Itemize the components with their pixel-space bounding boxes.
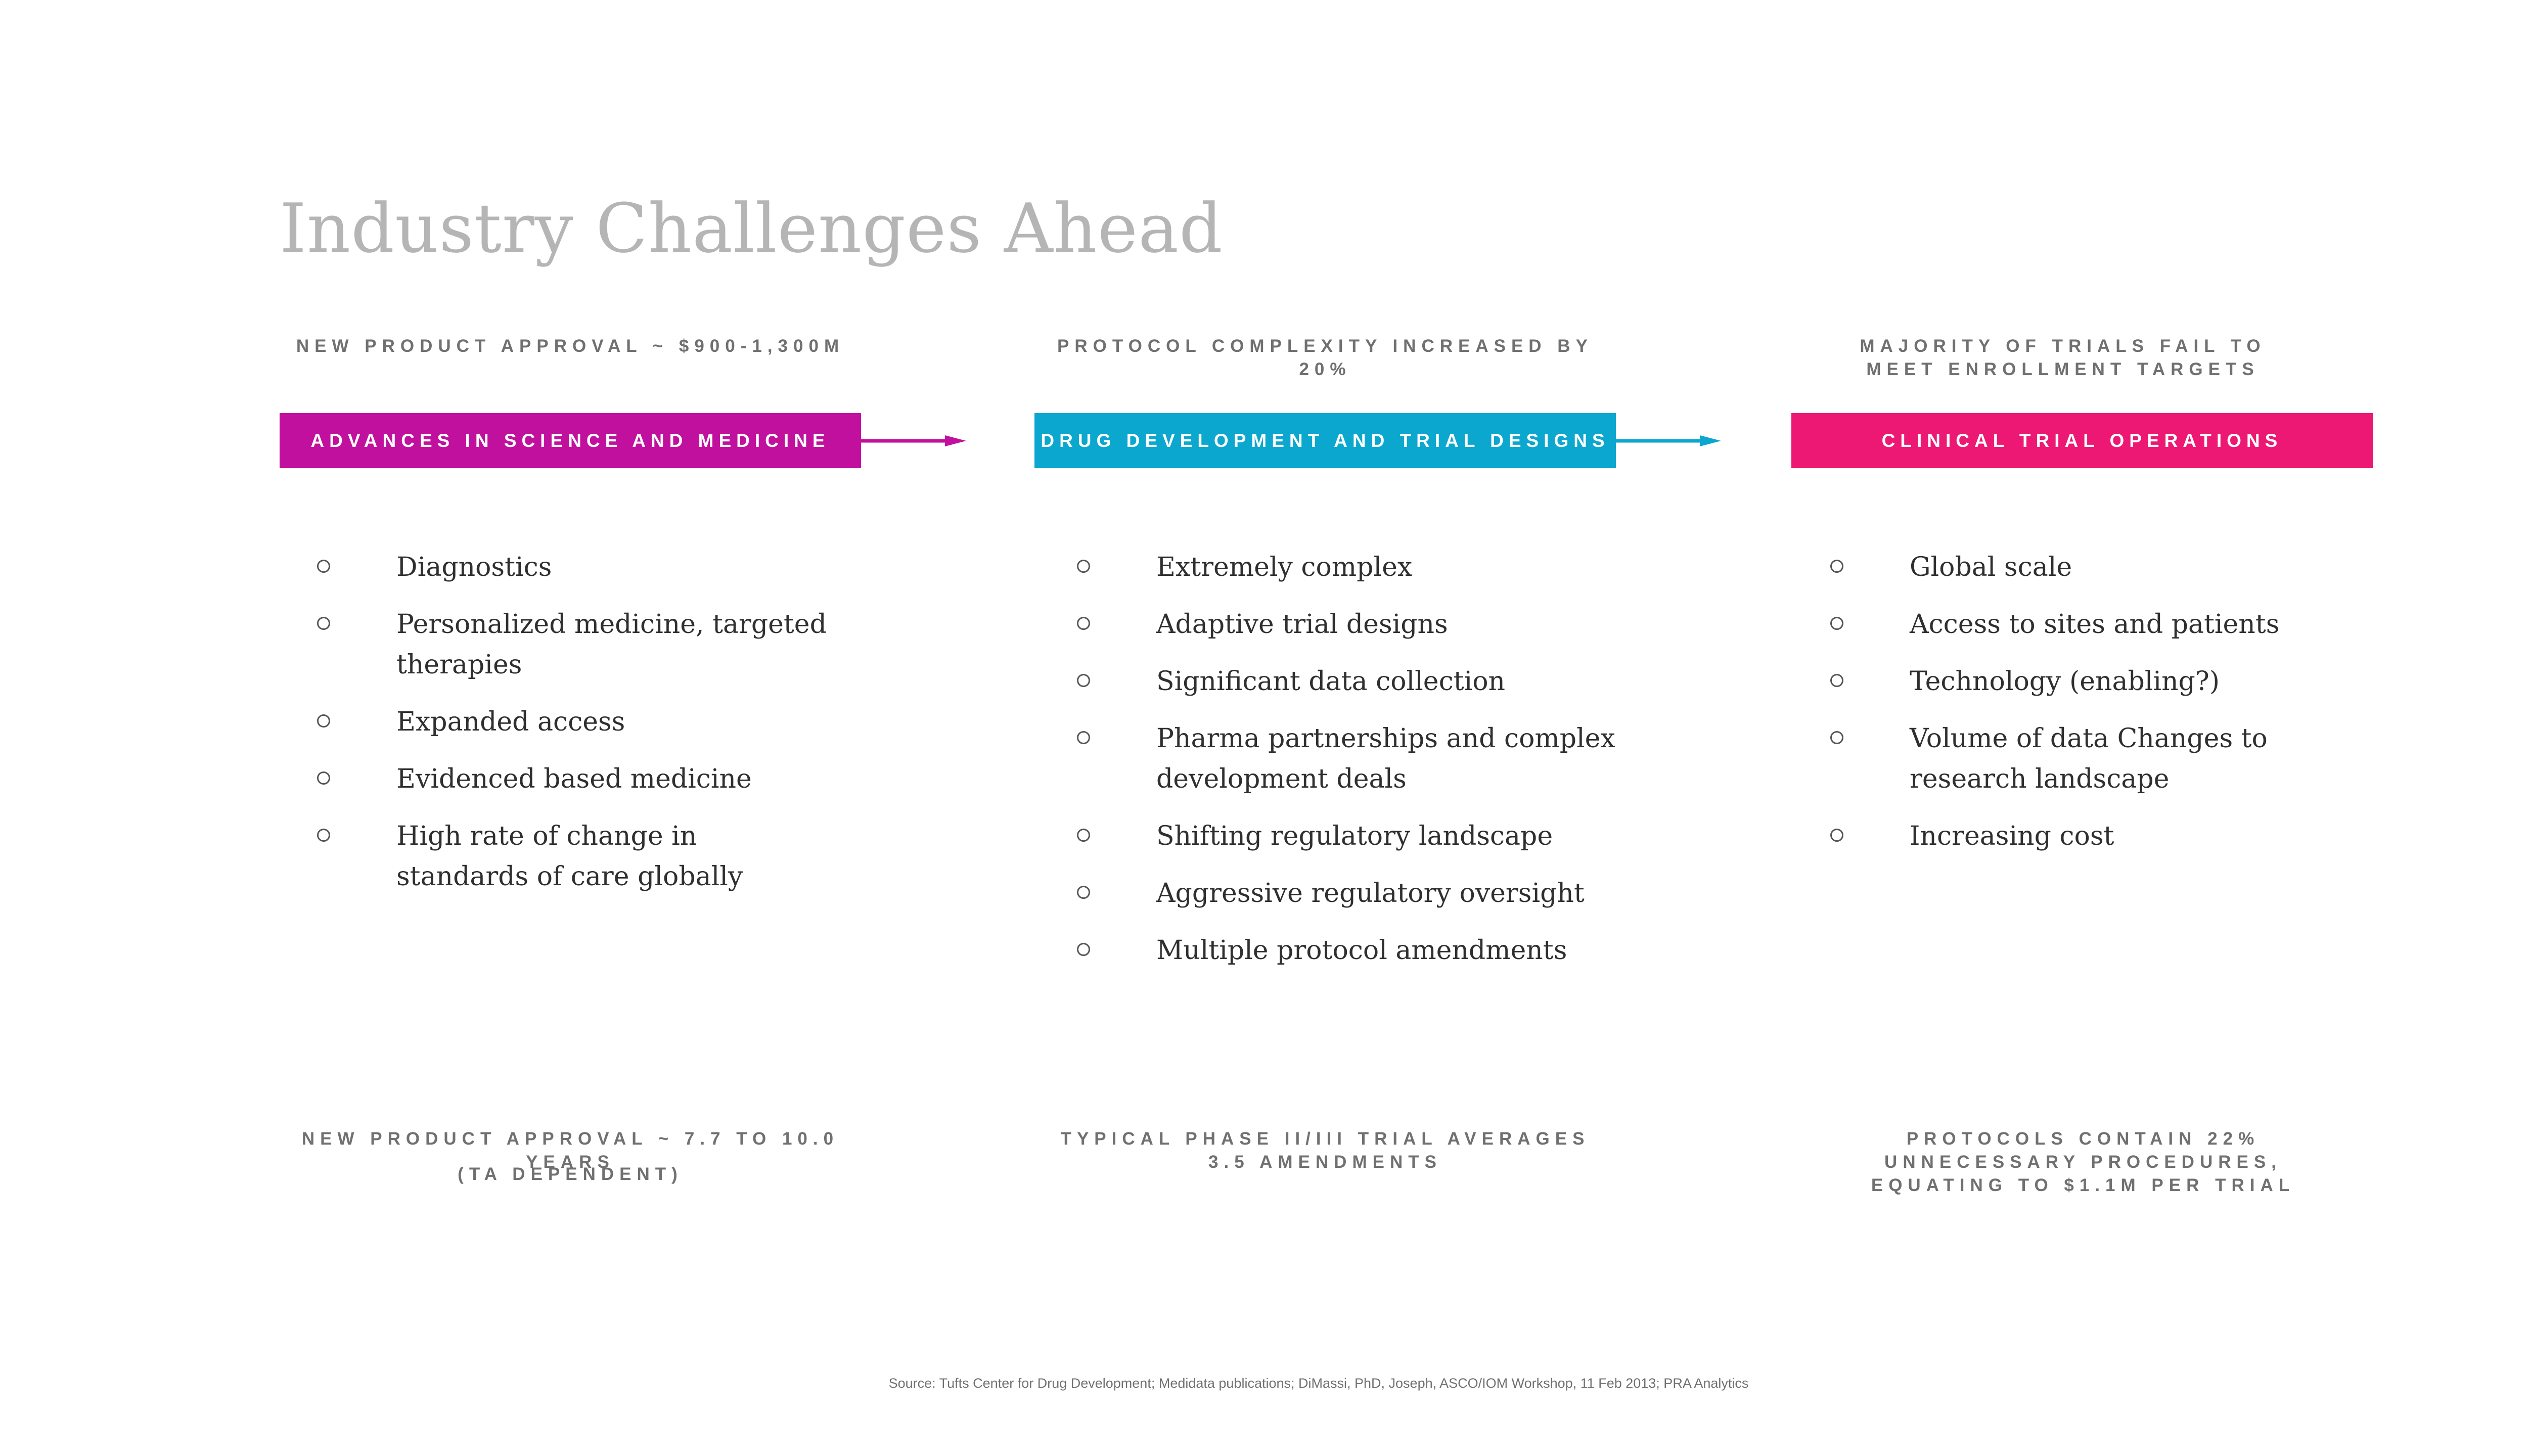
list-item-text: Increasing cost [1910, 821, 2114, 851]
bullet-circle-icon [317, 617, 330, 630]
column-3-top-caption: Majority of trials fail to meet enrollme… [1860, 336, 2266, 379]
list-item: Extremely complex [1077, 547, 1633, 587]
bullet-circle-icon [317, 714, 330, 727]
bullet-circle-icon [1830, 829, 1843, 842]
list-item: Increasing cost [1830, 816, 2341, 856]
list-item-text: Access to sites and patients [1910, 609, 2280, 640]
slide-title: Industry Challenges Ahead [280, 189, 1223, 268]
bullet-circle-icon [317, 771, 330, 785]
bullet-circle-icon [1077, 617, 1090, 630]
column-3-bottom-caption: Protocols contain 22% unnecessary proced… [1871, 1129, 2295, 1195]
list-item-text: Aggressive regulatory oversight [1156, 878, 1585, 908]
list-item: Personalized medicine, targeted therapie… [317, 604, 828, 685]
bullet-circle-icon [1830, 560, 1843, 573]
column-3-list: Global scale Access to sites and patient… [1830, 547, 2341, 873]
list-item: Technology (enabling?) [1830, 661, 2341, 702]
bullet-circle-icon [1077, 560, 1090, 573]
column-1-top-caption: New product approval ~ $900-1,300M [296, 336, 845, 356]
list-item-text: Shifting regulatory landscape [1156, 821, 1553, 851]
list-item-text: Multiple protocol amendments [1156, 935, 1567, 966]
list-item-text: Diagnostics [396, 552, 552, 582]
bullet-circle-icon [317, 829, 330, 842]
list-item: Global scale [1830, 547, 2341, 587]
list-item: Evidenced based medicine [317, 759, 828, 799]
arrow-2-icon [1616, 435, 1721, 446]
column-2-top-caption: Protocol complexity increased by 20% [1057, 336, 1593, 379]
bullet-circle-icon [1077, 674, 1090, 687]
column-3-banner: CLINICAL TRIAL OPERATIONS [1791, 413, 2373, 468]
column-1-bottom-caption-2: (TA dependent) [458, 1164, 683, 1184]
column-2-banner: DRUG DEVELOPMENT AND TRIAL DESIGNS [1034, 413, 1616, 468]
list-item-text: Expanded access [396, 707, 625, 737]
list-item-text: Significant data collection [1156, 666, 1506, 697]
list-item: High rate of change in standards of care… [317, 816, 828, 897]
column-1-bottom-caption: New product approval ~ 7.7 to 10.0 years [301, 1129, 839, 1172]
column-1-list: Diagnostics Personalized medicine, targe… [317, 547, 828, 914]
list-item: Adaptive trial designs [1077, 604, 1633, 645]
list-item-text: Technology (enabling?) [1910, 666, 2220, 697]
arrow-1-icon [861, 435, 966, 446]
list-item: Expanded access [317, 702, 828, 742]
bullet-circle-icon [1830, 674, 1843, 687]
list-item: Shifting regulatory landscape [1077, 816, 1633, 856]
bullet-circle-icon [1077, 731, 1090, 744]
list-item: Significant data collection [1077, 661, 1633, 702]
list-item-text: Adaptive trial designs [1156, 609, 1448, 640]
column-2-list: Extremely complex Adaptive trial designs… [1077, 547, 1633, 987]
bullet-circle-icon [1077, 943, 1090, 956]
bullet-circle-icon [1830, 617, 1843, 630]
list-item-text: Global scale [1910, 552, 2072, 582]
list-item-text: Volume of data Changes to research lands… [1910, 723, 2268, 794]
list-item-text: Evidenced based medicine [396, 764, 752, 794]
list-item: Pharma partnerships and complex developm… [1077, 718, 1633, 799]
bullet-circle-icon [317, 560, 330, 573]
list-item-text: Pharma partnerships and complex developm… [1156, 723, 1615, 794]
column-2-bottom-caption: Typical Phase II/III trial averages 3.5 … [1060, 1129, 1590, 1172]
list-item: Aggressive regulatory oversight [1077, 873, 1633, 914]
column-1-banner: ADVANCES IN SCIENCE AND MEDICINE [280, 413, 861, 468]
list-item: Diagnostics [317, 547, 828, 587]
list-item: Access to sites and patients [1830, 604, 2341, 645]
list-item: Multiple protocol amendments [1077, 930, 1633, 971]
list-item-text: High rate of change in standards of care… [396, 821, 743, 892]
list-item-text: Extremely complex [1156, 552, 1413, 582]
bullet-circle-icon [1830, 731, 1843, 744]
list-item: Volume of data Changes to research lands… [1830, 718, 2341, 799]
source-footnote: Source: Tufts Center for Drug Developmen… [888, 1376, 1749, 1391]
bullet-circle-icon [1077, 886, 1090, 899]
bullet-circle-icon [1077, 829, 1090, 842]
list-item-text: Personalized medicine, targeted therapie… [396, 609, 827, 680]
